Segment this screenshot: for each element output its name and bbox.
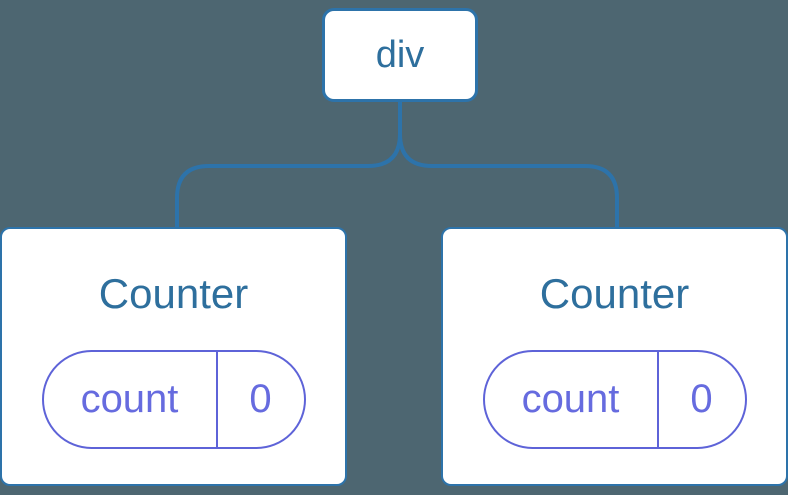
- counter-card-title: Counter: [539, 270, 690, 317]
- root-node-div: div: [322, 8, 478, 102]
- state-value: 0: [690, 377, 713, 421]
- state-pill: count 0: [482, 350, 747, 449]
- root-node-label: div: [375, 34, 425, 76]
- state-key-label: count: [485, 352, 659, 447]
- counter-card-right: Counter count 0: [441, 227, 788, 486]
- state-key-label: count: [44, 352, 218, 447]
- edge-root-to-right-counter: [398, 102, 619, 229]
- state-value: 0: [249, 377, 272, 421]
- edge-root-to-left-counter: [175, 102, 402, 229]
- counter-card-title: Counter: [98, 270, 249, 317]
- counter-card-left: Counter count 0: [0, 227, 347, 486]
- state-pill: count 0: [41, 350, 306, 449]
